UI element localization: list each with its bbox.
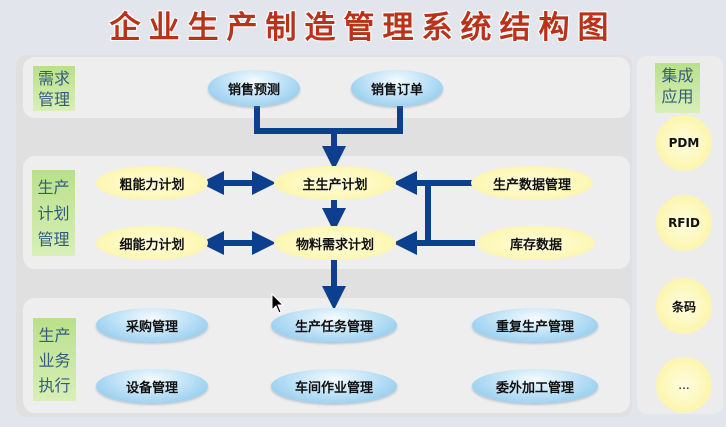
node-production-task: 生产任务管理 xyxy=(271,308,397,342)
diagram-title: 企业生产制造管理系统结构图 xyxy=(109,10,617,46)
mouse-cursor-icon xyxy=(271,293,285,314)
integration-pdm: PDM xyxy=(656,115,712,171)
node-shop-floor: 车间作业管理 xyxy=(271,369,397,403)
node-rough-capacity: 粗能力计划 xyxy=(96,166,208,200)
node-sales-order: 销售订单 xyxy=(351,70,443,106)
demand-section xyxy=(23,57,630,118)
planning-label: 生产计划管理 xyxy=(32,170,75,256)
integration-label: 集成应用 xyxy=(655,63,700,113)
node-master-schedule: 主生产计划 xyxy=(274,166,396,200)
node-fine-capacity: 细能力计划 xyxy=(96,226,208,260)
execution-label: 生产业务执行 xyxy=(33,318,76,401)
demand-label: 需求管理 xyxy=(33,66,75,111)
node-repetitive-production: 重复生产管理 xyxy=(472,308,598,342)
node-inventory-data: 库存数据 xyxy=(477,226,595,260)
integration-more: ... xyxy=(656,357,712,413)
node-outsourcing: 委外加工管理 xyxy=(472,369,598,403)
demand-connector xyxy=(254,106,403,134)
node-sales-forecast: 销售预测 xyxy=(208,70,300,106)
integration-rfid: RFID xyxy=(656,195,712,251)
node-production-data: 生产数据管理 xyxy=(471,166,593,200)
node-mrp: 物料需求计划 xyxy=(274,226,396,260)
node-purchasing: 采购管理 xyxy=(96,308,208,342)
node-equipment: 设备管理 xyxy=(96,369,208,403)
integration-barcode: 条码 xyxy=(656,278,712,334)
